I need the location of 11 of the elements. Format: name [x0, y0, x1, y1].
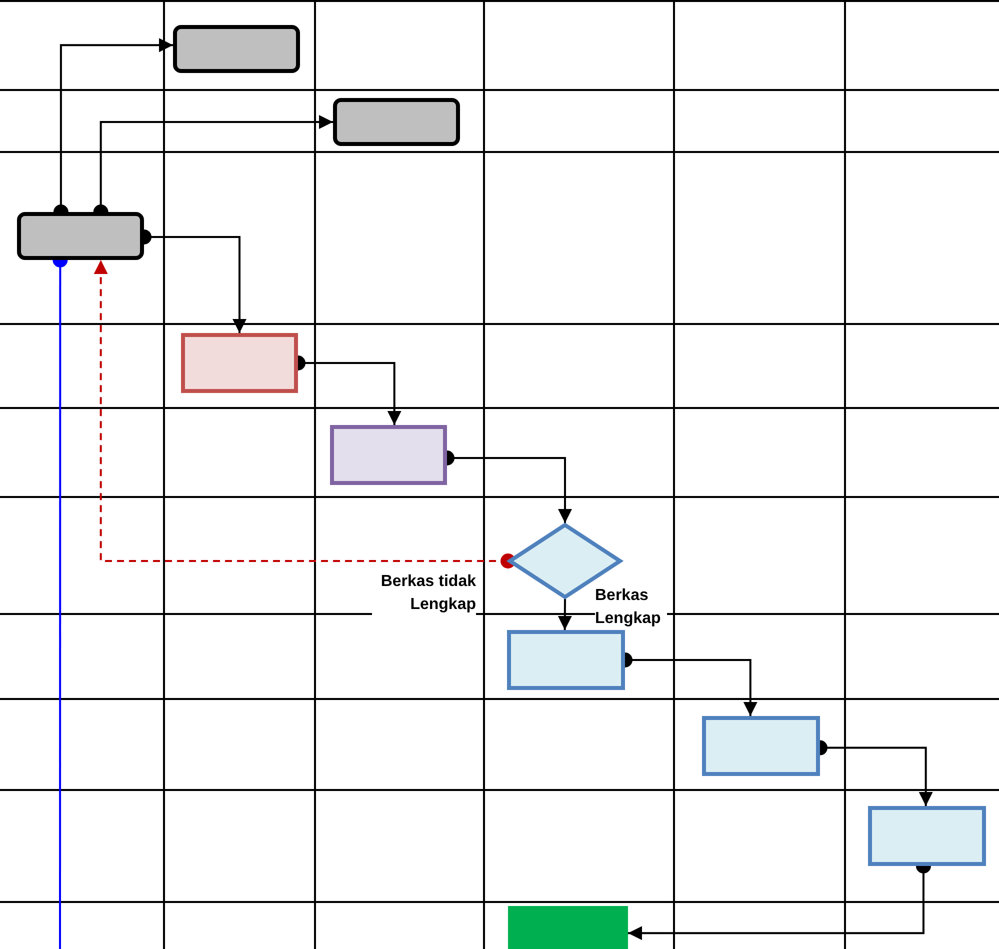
arrow [558, 599, 572, 630]
process-box [173, 25, 300, 73]
process-box [17, 212, 144, 260]
process-box [181, 333, 298, 393]
process-box [868, 806, 986, 866]
process-box [702, 716, 820, 776]
dashed-arrow [94, 260, 516, 568]
process-box [508, 906, 628, 949]
process-box [507, 630, 625, 690]
process-box [333, 98, 460, 146]
process-box [330, 425, 447, 485]
